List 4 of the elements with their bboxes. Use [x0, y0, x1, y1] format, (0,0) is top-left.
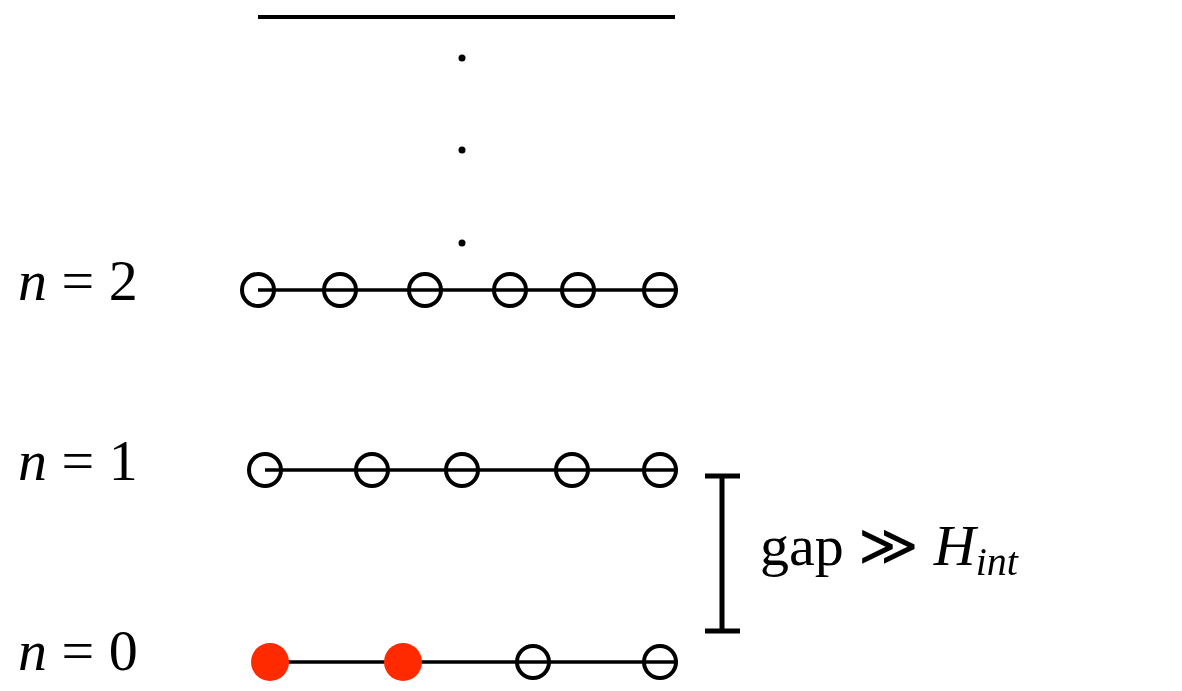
- level-label: n = 1: [18, 432, 138, 490]
- level-label: gap ≫ H$_{int}$: [760, 517, 1018, 575]
- level-label: n = 0: [18, 622, 138, 680]
- level-label: n = 2: [18, 252, 138, 310]
